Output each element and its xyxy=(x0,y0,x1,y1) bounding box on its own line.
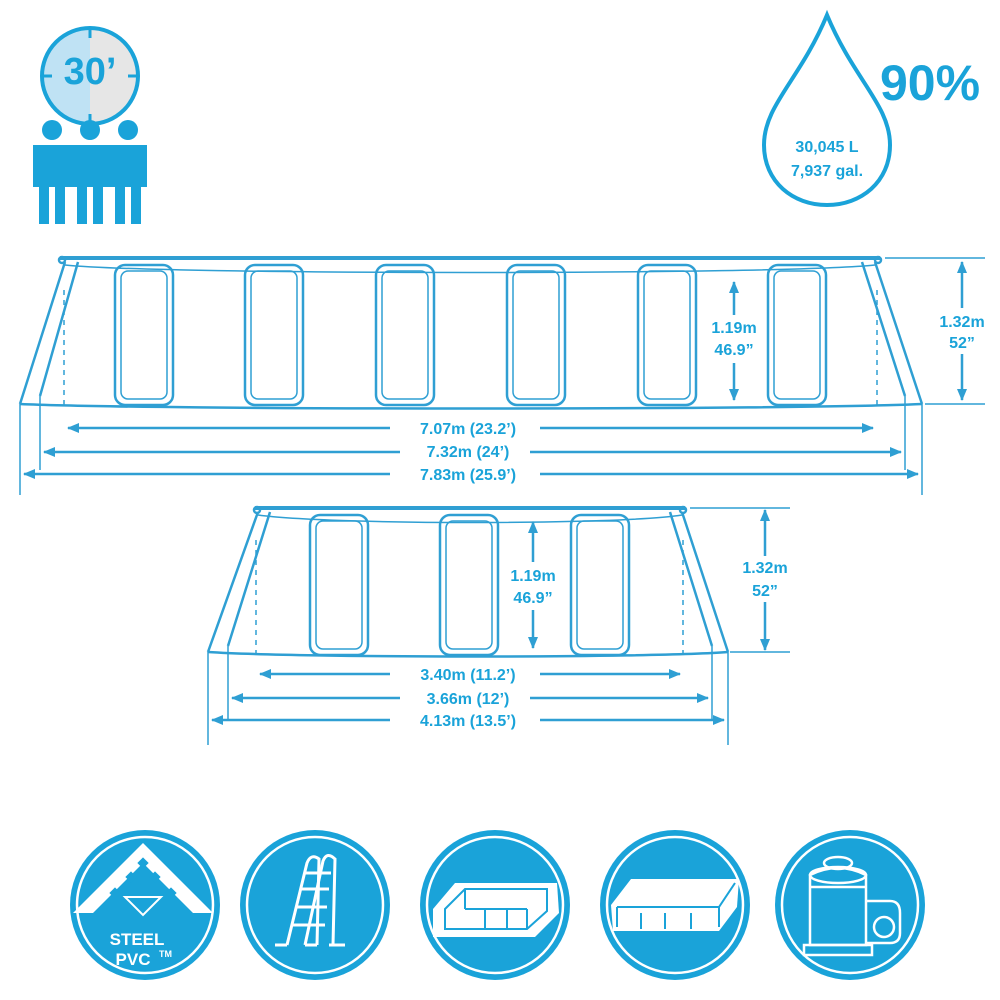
large-dim-inner: 7.07m (23.2’) xyxy=(420,421,516,438)
water-gallons: 7,937 gal. xyxy=(791,163,863,180)
timer-icon: 30’ xyxy=(40,26,140,126)
steel-label: STEEL xyxy=(110,930,165,949)
water-drop-icon: 30,045 L 7,937 gal. xyxy=(761,9,893,208)
small-pool-panels xyxy=(308,513,631,657)
large-inner-height-m: 1.19m xyxy=(711,320,756,337)
large-inner-height-in: 46.9” xyxy=(714,342,753,359)
large-pool-labels: 7.07m (23.2’) 7.32m (24’) 7.83m (25.9’) … xyxy=(390,308,996,484)
small-outer-height-m: 1.32m xyxy=(742,560,787,577)
small-pool-drawing xyxy=(206,505,790,745)
small-dim-mid: 3.66m (12’) xyxy=(427,691,510,708)
pvc-label: PVC xyxy=(116,950,151,969)
small-outer-height-in: 52” xyxy=(752,583,778,600)
steel-pvc-corner-icon: STEEL PVC TM xyxy=(70,830,220,980)
filter-pump-icon xyxy=(775,830,925,980)
water-liters: 30,045 L xyxy=(795,139,858,156)
large-outer-height-m: 1.32m xyxy=(939,314,984,331)
small-pool-labels: 3.40m (11.2’) 3.66m (12’) 4.13m (13.5’) … xyxy=(390,556,799,730)
large-dim-outer: 7.83m (25.9’) xyxy=(420,467,516,484)
water-percent: 90% xyxy=(880,55,980,111)
large-dim-mid: 7.32m (24’) xyxy=(427,444,510,461)
small-dim-outer: 4.13m (13.5’) xyxy=(420,713,516,730)
small-inner-height-m: 1.19m xyxy=(510,568,555,585)
large-pool-drawing xyxy=(18,255,985,495)
ladder-icon xyxy=(240,830,390,980)
pool-cover-icon xyxy=(600,830,750,980)
small-dim-inner: 3.40m (11.2’) xyxy=(420,667,515,684)
feature-circles: STEEL PVC TM xyxy=(70,830,925,980)
ground-cloth-icon xyxy=(420,830,570,980)
three-people-icon xyxy=(33,120,147,224)
tm-label: TM xyxy=(159,949,172,959)
small-inner-height-in: 46.9” xyxy=(513,590,552,607)
large-outer-height-in: 52” xyxy=(949,335,975,352)
timer-label: 30’ xyxy=(64,51,117,93)
large-pool-panels xyxy=(113,263,828,407)
